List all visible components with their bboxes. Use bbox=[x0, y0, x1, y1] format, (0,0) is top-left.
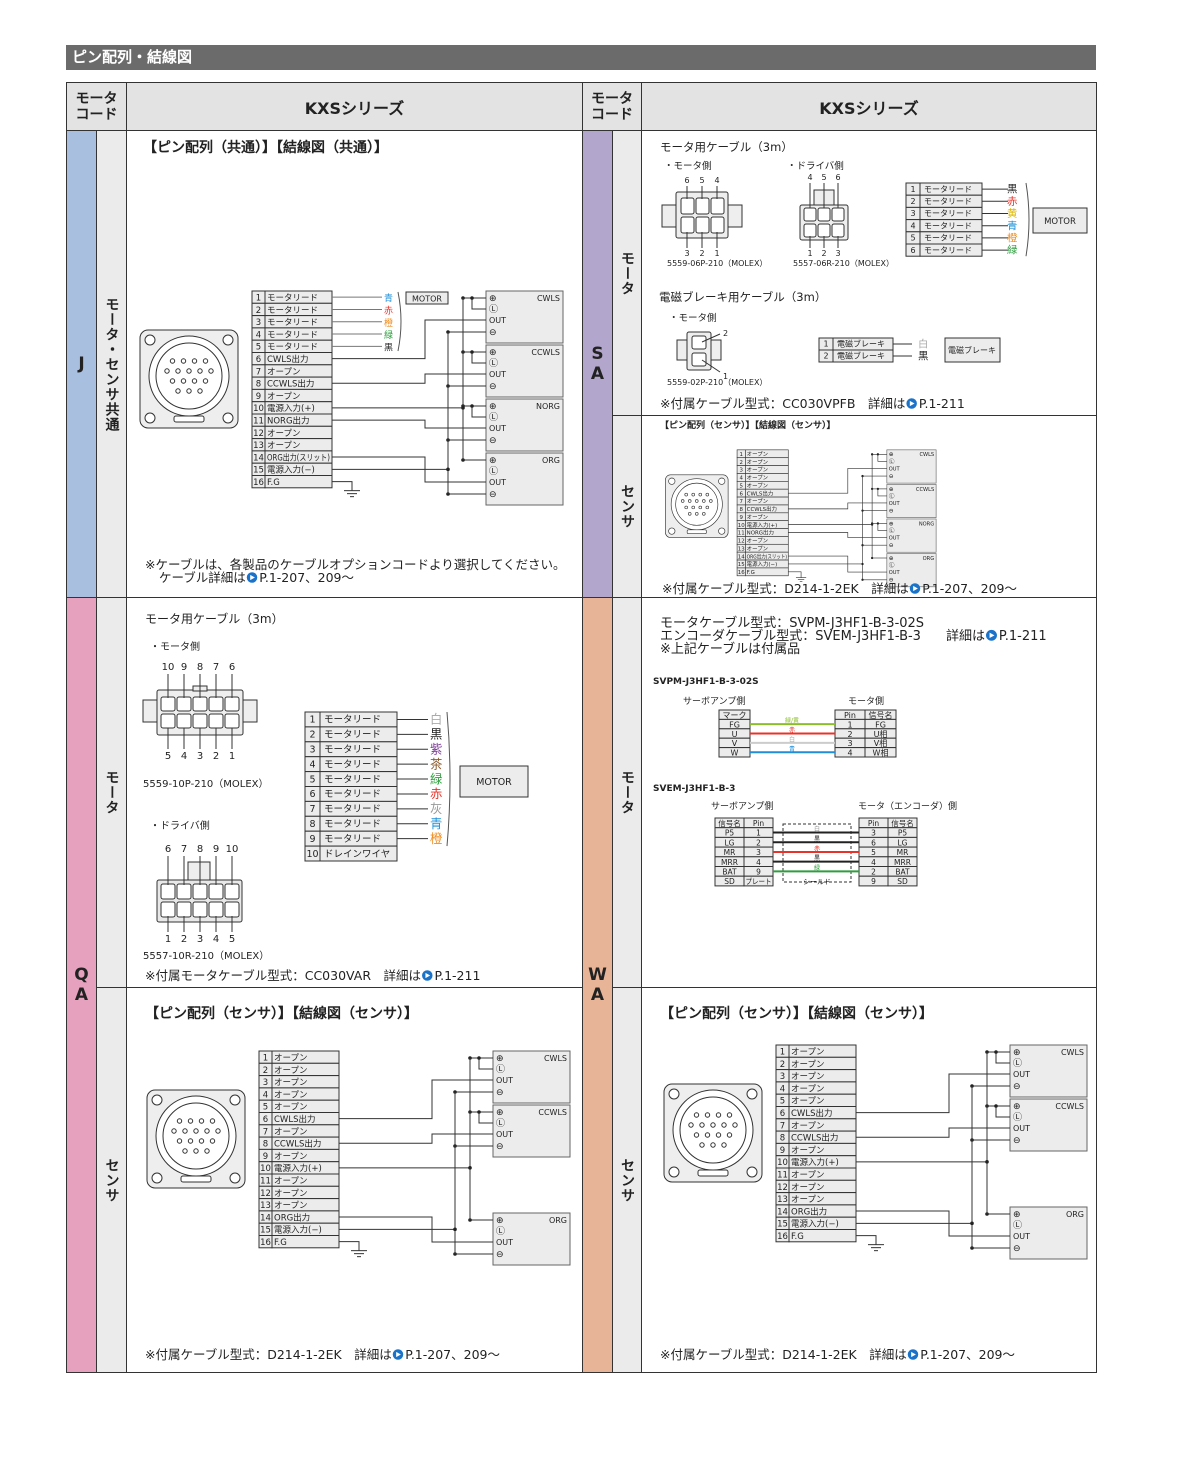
motor-code-header-right: モータ コード bbox=[582, 82, 642, 131]
motor-code-header-line2: コード bbox=[75, 106, 118, 123]
series-header-right: KXSシリーズ bbox=[641, 82, 1097, 131]
row-label-motor: モータ bbox=[612, 597, 642, 988]
row-label-motor-sensor-common: モータ・センサ共通 bbox=[96, 130, 127, 598]
row-label-sensor: センサ bbox=[612, 415, 642, 598]
WA-motor-cell bbox=[641, 597, 1097, 988]
SA-motor-cell bbox=[641, 130, 1097, 416]
QA-motor-cell bbox=[126, 597, 583, 988]
row-label-motor: モータ bbox=[96, 597, 127, 988]
motor-code-header: モータ コード bbox=[66, 82, 127, 131]
series-header-left: KXSシリーズ bbox=[126, 82, 583, 131]
J-content-cell bbox=[126, 130, 583, 598]
motor-code-J: J bbox=[66, 130, 97, 598]
motor-code-SA: SA bbox=[582, 130, 613, 598]
WA-sensor-cell bbox=[641, 987, 1097, 1373]
motor-code-WA: WA bbox=[582, 597, 613, 1373]
row-label-sensor: センサ bbox=[96, 987, 127, 1373]
QA-sensor-cell bbox=[126, 987, 583, 1373]
row-label-motor: モータ bbox=[612, 130, 642, 416]
motor-code-QA: QA bbox=[66, 597, 97, 1373]
section-title: ピン配列・結線図 bbox=[66, 45, 1096, 70]
motor-code-header-line2: コード bbox=[591, 106, 633, 123]
SA-sensor-cell bbox=[641, 415, 1097, 598]
motor-code-header-line1: モータ bbox=[75, 90, 118, 107]
row-label-sensor: センサ bbox=[612, 987, 642, 1373]
motor-code-header-line1: モータ bbox=[591, 90, 633, 107]
